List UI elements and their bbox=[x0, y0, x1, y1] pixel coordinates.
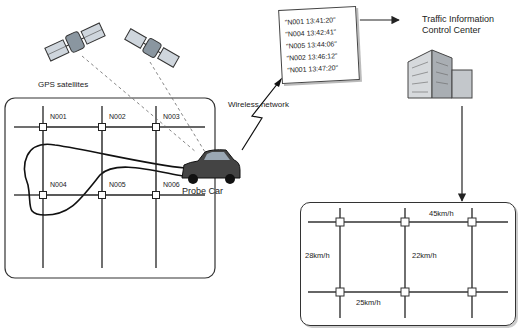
intersection-node: N001 bbox=[39, 123, 47, 131]
link-speed: 22km/h bbox=[412, 251, 437, 260]
data-record: "N001 13:47:20" bbox=[287, 61, 354, 76]
road-link bbox=[47, 194, 98, 195]
satellite bbox=[44, 21, 106, 63]
flow-arrow bbox=[461, 106, 462, 201]
data-record: "N001 13:41:20" bbox=[284, 13, 351, 28]
control-center: Traffic Information Control Center bbox=[400, 14, 516, 106]
car-icon bbox=[182, 150, 240, 184]
probe-car: Probe Car bbox=[178, 148, 242, 198]
data-record: "N002 13:46:12" bbox=[286, 49, 353, 64]
link-speed: 25km/h bbox=[356, 298, 381, 307]
road-link bbox=[106, 194, 152, 195]
probe-route bbox=[25, 144, 185, 215]
data-record: "N005 13:44:06" bbox=[286, 37, 353, 52]
intersection-node: N002 bbox=[98, 123, 106, 131]
node-id: N006 bbox=[163, 181, 180, 188]
center-label: Traffic Information Control Center bbox=[422, 14, 514, 36]
result-map-intersections bbox=[336, 218, 476, 296]
node-id: N003 bbox=[163, 113, 180, 120]
node-id: N005 bbox=[109, 181, 126, 188]
result-map-roads bbox=[308, 208, 508, 318]
road-stubs bbox=[14, 106, 205, 268]
road-link bbox=[42, 131, 43, 191]
wireless-bolt bbox=[242, 78, 282, 150]
intersection-node: N006 bbox=[152, 191, 160, 199]
data-record: "N004 13:42:41" bbox=[285, 25, 352, 40]
road-link bbox=[101, 131, 102, 191]
node-id: N001 bbox=[50, 113, 67, 120]
node-id: N004 bbox=[50, 181, 67, 188]
road-link bbox=[155, 131, 156, 191]
intersection-node: N004 bbox=[39, 191, 47, 199]
intersection-node: N003 bbox=[152, 123, 160, 131]
car-label: Probe Car bbox=[182, 186, 223, 196]
free-label: Wireless network bbox=[228, 100, 289, 109]
probe-data-document: "N001 13:41:20""N004 13:42:41""N005 13:4… bbox=[278, 6, 360, 84]
road-link bbox=[47, 126, 98, 127]
link-speed: 45km/h bbox=[429, 209, 454, 218]
traffic-map-result: 45km/h 28km/h 22km/h 25km/h bbox=[300, 202, 516, 326]
satellite bbox=[124, 27, 180, 69]
road-link bbox=[106, 126, 152, 127]
flow-arrow bbox=[360, 19, 399, 20]
intersection-node: N005 bbox=[98, 191, 106, 199]
free-label: GPS satellites bbox=[38, 80, 88, 89]
node-id: N002 bbox=[109, 113, 126, 120]
link-speed: 28km/h bbox=[305, 251, 330, 260]
gps-signal bbox=[82, 56, 205, 152]
building-icon bbox=[408, 50, 472, 98]
